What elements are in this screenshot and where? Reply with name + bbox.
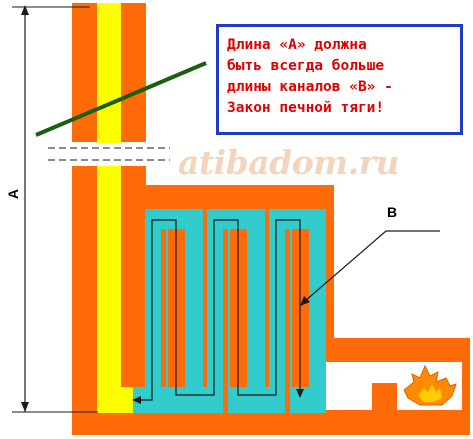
channel-top-2	[247, 229, 265, 387]
flow-arrow-end	[132, 396, 141, 404]
main-flue	[97, 3, 121, 143]
draft-flow-line	[138, 219, 301, 401]
dimension-a-label: A	[5, 188, 21, 200]
dimension-a-top-arrow	[21, 5, 29, 15]
channel-top-1	[185, 229, 203, 387]
note-line: быть всегда больше	[227, 58, 385, 74]
note-line: длины каналов «В» -	[227, 79, 393, 95]
channel-top-3	[309, 229, 326, 413]
main-flue-lower	[97, 166, 121, 413]
flue-base-gap	[121, 387, 133, 413]
watermark: atibadom.ru	[178, 143, 400, 182]
note-line: Длина «А» должна	[227, 37, 367, 53]
firebox-step	[372, 383, 397, 410]
fire-icon	[403, 364, 457, 406]
chimney-break	[60, 142, 160, 166]
note-line: Закон печной тяги!	[227, 100, 385, 116]
b-leader-arrow	[300, 296, 310, 306]
flow-arrow-mid	[296, 389, 304, 398]
b-leader-line	[304, 230, 440, 302]
dimension-a-bottom-arrow	[21, 402, 29, 412]
note-pointer-line	[35, 61, 207, 137]
fire-core	[418, 384, 442, 402]
channels-b-label: B	[387, 204, 398, 220]
rule-note: Длина «А» должна быть всегда больше длин…	[216, 24, 463, 135]
